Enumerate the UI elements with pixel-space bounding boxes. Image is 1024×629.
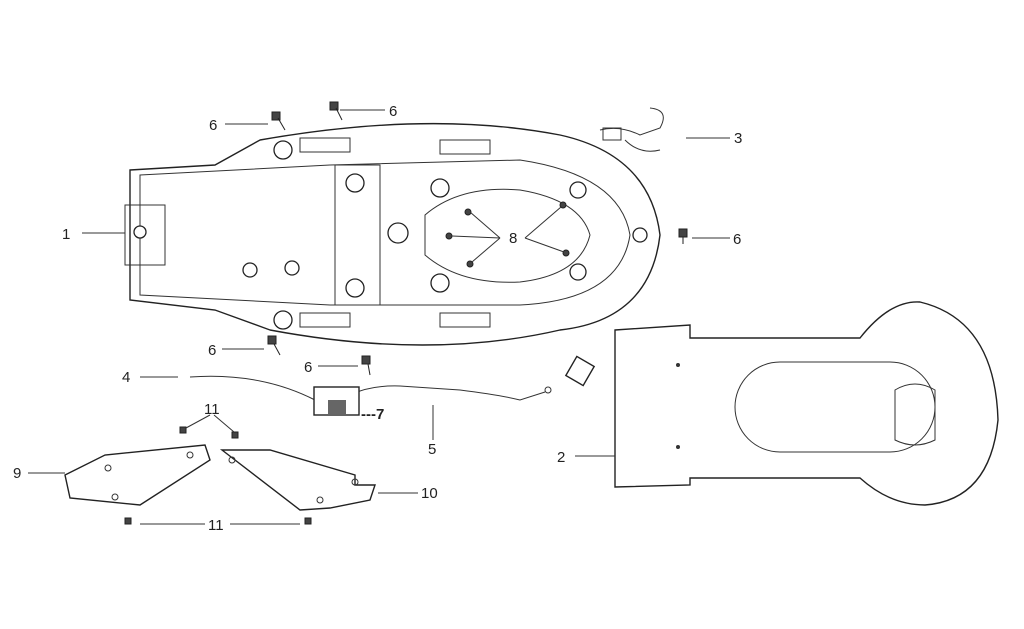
latch-part-7 bbox=[313, 386, 360, 416]
callout-1: 1 bbox=[62, 226, 70, 243]
side-panel-part-9 bbox=[64, 444, 211, 506]
leader-lines bbox=[28, 109, 730, 525]
seat-cover-part-2 bbox=[614, 301, 999, 506]
callout-7: ---7 bbox=[361, 406, 384, 423]
callout-6: 6 bbox=[733, 231, 741, 248]
callout-5: 5 bbox=[428, 441, 436, 458]
callout-6: 6 bbox=[209, 117, 217, 134]
connector bbox=[564, 355, 596, 387]
callout-8: 8 bbox=[509, 230, 517, 247]
wiring-part-3 bbox=[599, 107, 664, 152]
callout-6: 6 bbox=[304, 359, 312, 376]
side-panel-part-10 bbox=[219, 449, 376, 511]
seat-base-part-1 bbox=[124, 122, 661, 346]
callout-6: 6 bbox=[389, 103, 397, 120]
callout-3: 3 bbox=[734, 130, 742, 147]
callout-4: 4 bbox=[122, 369, 130, 386]
callout-9: 9 bbox=[13, 465, 21, 482]
callout-11: 11 bbox=[208, 517, 224, 534]
cable-parts-4-5 bbox=[189, 375, 552, 401]
callout-10: 10 bbox=[421, 485, 438, 502]
callout-11: 11 bbox=[204, 401, 220, 418]
callout-6: 6 bbox=[208, 342, 216, 359]
screw-icons bbox=[124, 101, 688, 525]
callout-2: 2 bbox=[557, 449, 565, 466]
